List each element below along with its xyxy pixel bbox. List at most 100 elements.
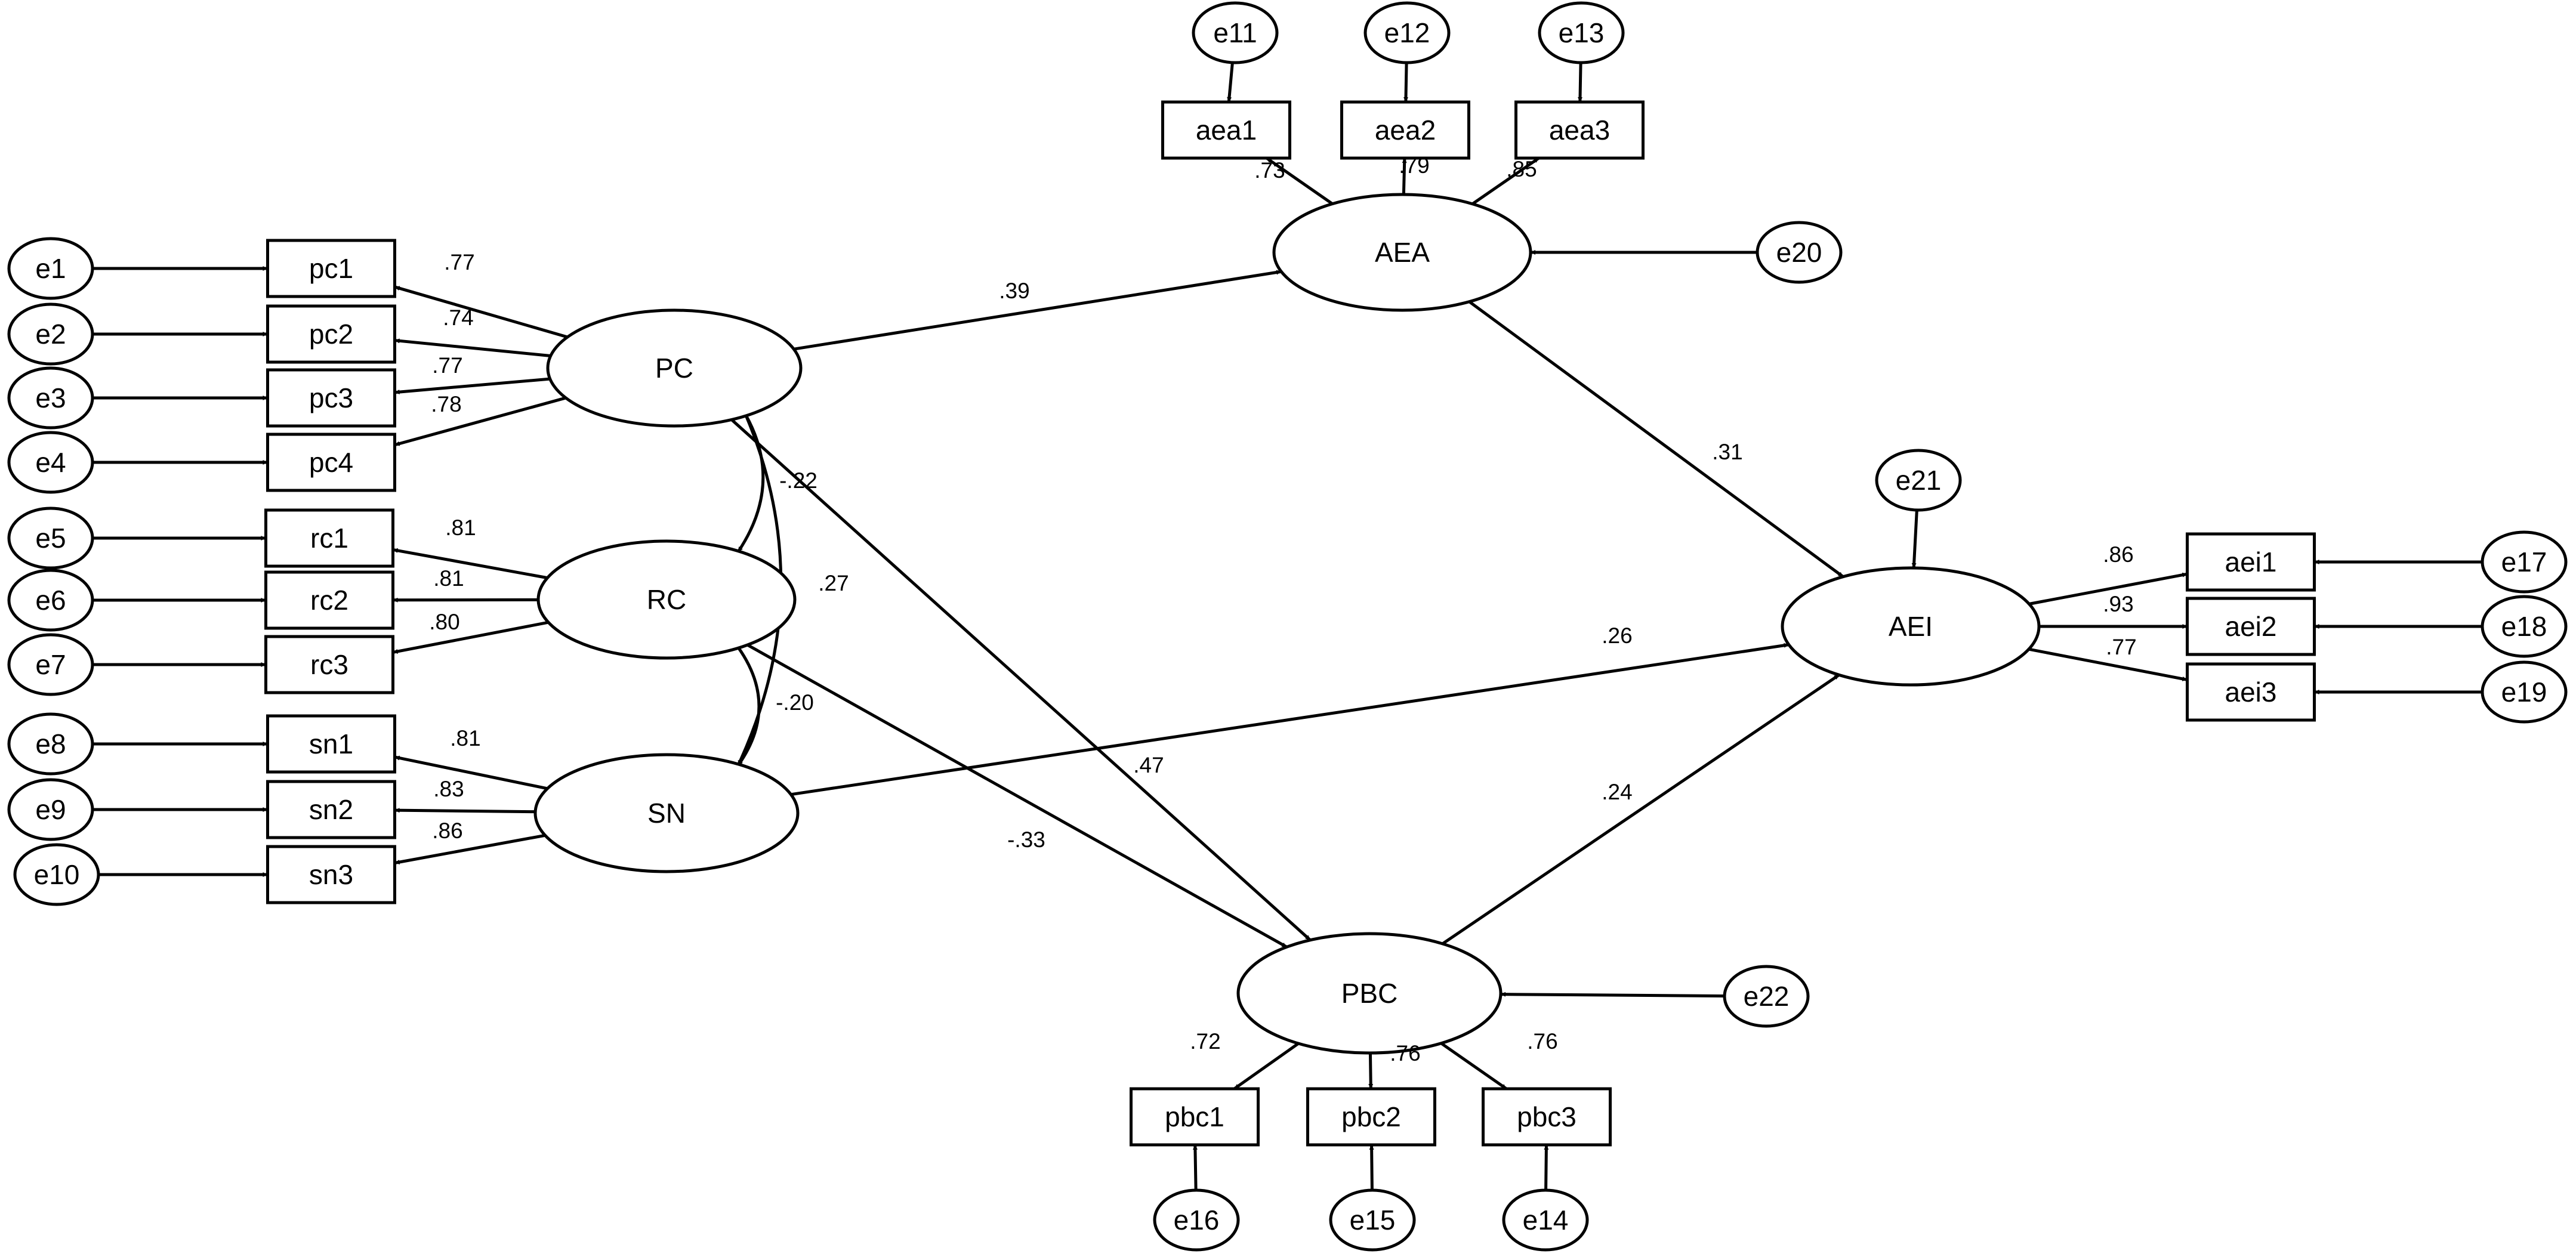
path-arrow-pc-pbc bbox=[730, 418, 1312, 941]
error-circle bbox=[1502, 1188, 1589, 1252]
loading-arrow-aea-aea1 bbox=[1266, 156, 1334, 205]
error-term-e15: e15 bbox=[1329, 1188, 1416, 1252]
indicator-box bbox=[1306, 1087, 1436, 1147]
indicator-sn2: sn2 bbox=[266, 780, 396, 839]
error-label: e9 bbox=[35, 794, 66, 825]
indicator-sn1: sn1 bbox=[266, 714, 396, 774]
latent-label: SN bbox=[647, 798, 686, 829]
error-term-e16: e16 bbox=[1153, 1188, 1240, 1252]
indicator-box bbox=[264, 570, 394, 630]
latent-label: PC bbox=[655, 353, 693, 384]
error-circle bbox=[2481, 595, 2568, 658]
error-label: e17 bbox=[2501, 546, 2547, 577]
indicator-pc2: pc2 bbox=[266, 304, 396, 364]
indicator-pc1: pc1 bbox=[266, 239, 396, 298]
loading-label-rc1: .81 bbox=[445, 515, 476, 540]
latent-ellipse bbox=[546, 308, 803, 428]
indicator-box bbox=[2186, 532, 2316, 592]
error-label: e15 bbox=[1350, 1205, 1396, 1236]
latent-ellipse bbox=[533, 753, 800, 873]
latent-label: AEA bbox=[1375, 237, 1430, 268]
error-term-e13: e13 bbox=[1538, 1, 1625, 64]
loading-arrow-pbc-pbc3 bbox=[1440, 1042, 1507, 1091]
indicator-label: pc2 bbox=[309, 319, 353, 350]
latent-pc: PC bbox=[546, 308, 803, 428]
loading-label-aea2: .79 bbox=[1399, 153, 1429, 178]
error-circle bbox=[7, 712, 94, 776]
error-circle bbox=[7, 302, 94, 366]
error-arrow-e13-aea3 bbox=[1578, 62, 1583, 103]
loading-arrow-sn-sn2 bbox=[394, 808, 536, 814]
covariance-label-rc-sn: -.20 bbox=[776, 690, 814, 715]
error-label: e2 bbox=[35, 319, 66, 350]
indicator-label: rc1 bbox=[310, 523, 348, 554]
path-label-pc-aea: .39 bbox=[999, 279, 1029, 303]
error-term-e1: e1 bbox=[7, 237, 94, 300]
error-term-e18: e18 bbox=[2481, 595, 2568, 658]
indicator-box bbox=[1340, 100, 1470, 160]
loading-label-sn1: .81 bbox=[450, 726, 480, 751]
path-arrow-rc-pbc bbox=[746, 643, 1288, 949]
loading-arrow-sn-sn1 bbox=[394, 755, 548, 790]
indicator-label: sn2 bbox=[309, 794, 353, 825]
indicator-pc3: pc3 bbox=[266, 368, 396, 428]
error-label: e19 bbox=[2501, 677, 2547, 708]
path-label-pc-pbc: .47 bbox=[1133, 753, 1164, 777]
indicator-label: pc1 bbox=[309, 253, 353, 284]
error-circle bbox=[1538, 1, 1625, 64]
indicator-box bbox=[1130, 1087, 1260, 1147]
error-term-e5: e5 bbox=[7, 506, 94, 570]
loading-arrow-rc-rc1 bbox=[393, 548, 548, 580]
loading-label-aei2: .93 bbox=[2103, 592, 2133, 616]
error-label: e11 bbox=[1213, 17, 1257, 48]
indicator-box bbox=[266, 433, 396, 492]
path-label-rc-pbc: -.33 bbox=[1007, 827, 1045, 852]
loading-arrow-pc-pc1 bbox=[394, 285, 568, 339]
error-circle bbox=[1329, 1188, 1416, 1252]
indicator-label: sn3 bbox=[309, 859, 353, 890]
indicator-pbc1: pbc1 bbox=[1130, 1087, 1260, 1147]
indicator-box bbox=[266, 304, 396, 364]
indicator-box bbox=[1514, 100, 1645, 160]
latent-sn: SN bbox=[533, 753, 800, 873]
error-circle bbox=[7, 569, 94, 632]
error-label: e20 bbox=[1776, 237, 1822, 268]
indicator-label: rc2 bbox=[310, 585, 348, 616]
loading-label-aea3: .85 bbox=[1506, 157, 1537, 181]
path-arrow-sn-aei bbox=[791, 643, 1790, 796]
indicator-pbc2: pbc2 bbox=[1306, 1087, 1436, 1147]
indicator-box bbox=[266, 845, 396, 904]
indicator-aei3: aei3 bbox=[2186, 662, 2316, 722]
indicator-box bbox=[264, 635, 394, 694]
error-circle bbox=[1875, 449, 1962, 512]
path-arrow-pc-aea bbox=[793, 270, 1282, 351]
error-term-e14: e14 bbox=[1502, 1188, 1589, 1252]
latent-aea: AEA bbox=[1272, 193, 1532, 312]
latent-label: AEI bbox=[1889, 611, 1933, 642]
indicator-rc1: rc1 bbox=[264, 508, 394, 568]
loading-label-sn2: .83 bbox=[433, 777, 464, 801]
loading-arrow-pc-pc4 bbox=[394, 396, 566, 447]
covariance-arc-rc-sn bbox=[733, 642, 761, 767]
error-label: e6 bbox=[35, 585, 66, 616]
error-circle bbox=[7, 366, 94, 430]
error-circle bbox=[7, 778, 94, 841]
error-label: e16 bbox=[1174, 1205, 1220, 1236]
loading-label-aei1: .86 bbox=[2103, 542, 2133, 567]
indicator-aei2: aei2 bbox=[2186, 597, 2316, 656]
loading-label-pc4: .78 bbox=[431, 392, 461, 416]
latent-ellipse bbox=[536, 539, 797, 660]
indicator-label: pc4 bbox=[309, 447, 353, 478]
error-circle bbox=[1756, 221, 1843, 284]
error-label: e12 bbox=[1384, 17, 1430, 48]
error-label: e18 bbox=[2501, 611, 2547, 642]
covariance-label-pc-sn: .27 bbox=[818, 571, 849, 595]
indicator-box bbox=[266, 239, 396, 298]
loading-label-rc2: .81 bbox=[433, 566, 464, 591]
loading-label-pbc1: .72 bbox=[1190, 1029, 1220, 1054]
error-label: e14 bbox=[1523, 1205, 1569, 1236]
error-label: e13 bbox=[1559, 17, 1605, 48]
indicator-box bbox=[2186, 662, 2316, 722]
error-label: e1 bbox=[35, 253, 66, 284]
error-circle bbox=[2481, 660, 2568, 724]
